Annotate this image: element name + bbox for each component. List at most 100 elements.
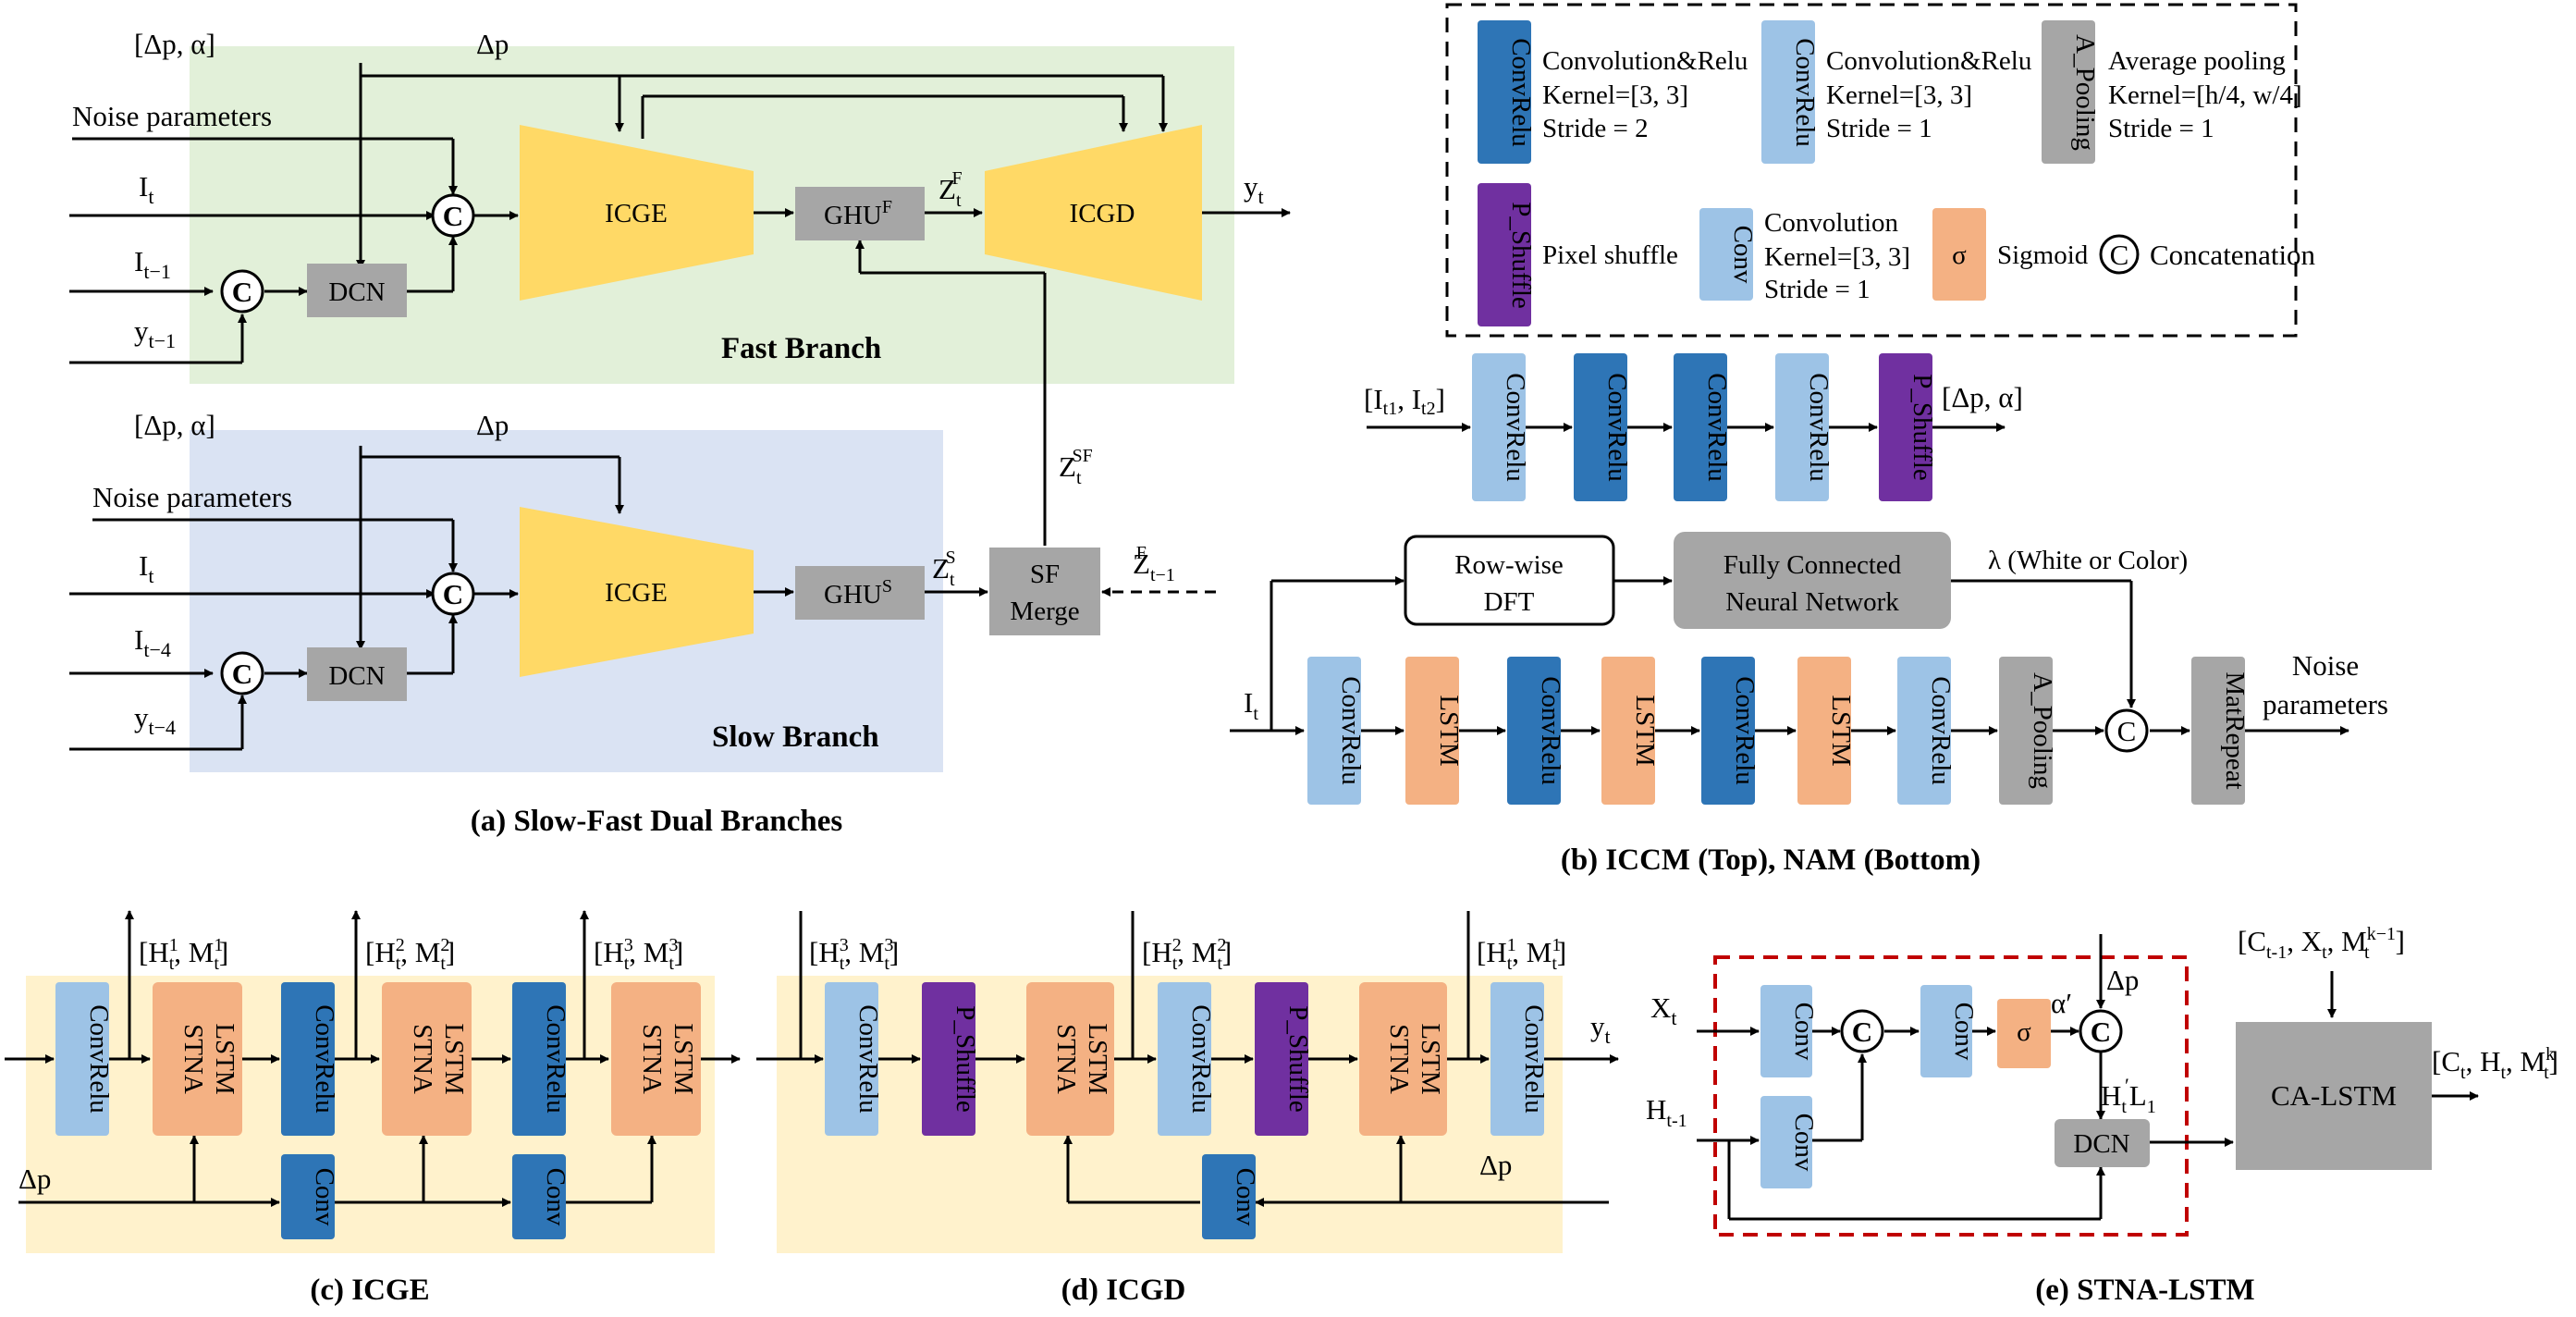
- panel-a-caption: (a) Slow-Fast Dual Branches: [471, 805, 843, 838]
- slow-z-label: ZtS: [932, 548, 956, 590]
- lambda-label: λ (White or Color): [1988, 546, 2188, 575]
- svg-text:Neural Network: Neural Network: [1725, 587, 1899, 617]
- nam-output-label-2: parameters: [2263, 688, 2388, 720]
- nam-concat: [2104, 708, 2149, 753]
- slow-concat-1-label: C: [232, 658, 252, 690]
- iccm-block-1: ConvRelu: [1472, 353, 1530, 501]
- svg-text:Stride = 2: Stride = 2: [1542, 114, 1649, 143]
- svg-text:LSTM: LSTM: [1416, 1023, 1445, 1094]
- svg-text:DCN: DCN: [2073, 1129, 2129, 1159]
- stna-hl-label: Ht′L1: [2101, 1074, 2156, 1117]
- svg-text:ConvRelu: ConvRelu: [1730, 676, 1760, 785]
- legend-concat: C Concatenation: [2099, 234, 2316, 275]
- stna-conv-mid: Conv: [1920, 985, 1979, 1077]
- svg-text:ConvRelu: ConvRelu: [1186, 1004, 1216, 1114]
- icgd-connectors: [756, 911, 1619, 1207]
- iccm-block-5: P_Shuffle: [1879, 353, 1937, 501]
- icgd-dp-label: Δp: [1479, 1149, 1512, 1181]
- legend-conv-relu-s2: ConvRelu Convolution&Relu Kernel=[3, 3] …: [1478, 20, 1748, 164]
- svg-text:P_Shuffle: P_Shuffle: [1283, 1005, 1313, 1112]
- stna-ht1-label: Ht-1: [1646, 1093, 1687, 1131]
- icgd-convrelu-1: ConvRelu: [825, 982, 883, 1136]
- slow-dp-label: Δp: [476, 409, 509, 441]
- fast-dcn-label: DCN: [328, 277, 385, 307]
- icge-convrelu-2: ConvRelu: [281, 982, 339, 1136]
- icgd-output-label: yt: [1590, 1010, 1611, 1048]
- svg-text:ConvRelu: ConvRelu: [853, 1004, 883, 1114]
- sf-merge-label-1: SF: [1030, 560, 1060, 589]
- slow-dcn-label: DCN: [328, 661, 385, 691]
- svg-text:STNA: STNA: [408, 1024, 437, 1094]
- slow-concat-1: [220, 651, 264, 695]
- slow-concat-2: [431, 572, 475, 616]
- slow-dp-alpha-label: [Δp, α]: [134, 409, 215, 441]
- dft-block: Row-wise DFT: [1404, 535, 1615, 626]
- svg-text:σ: σ: [1952, 240, 1967, 270]
- fast-icge-block: [520, 125, 754, 301]
- svg-text:DFT: DFT: [1484, 587, 1535, 617]
- stna-concat-1-label: C: [1852, 1015, 1872, 1048]
- nam-block-6: LSTM: [1797, 657, 1856, 805]
- panel-c-caption: (c) ICGE: [310, 1274, 429, 1307]
- svg-text:Row-wise: Row-wise: [1454, 550, 1564, 580]
- svg-text:ConvRelu: ConvRelu: [310, 1004, 339, 1114]
- svg-text:ConvRelu: ConvRelu: [1536, 676, 1565, 785]
- stna-dcn: DCN: [2055, 1119, 2150, 1167]
- fast-dp-label: Δp: [476, 28, 509, 60]
- svg-text:Conv: Conv: [1789, 1114, 1819, 1172]
- stna-conv-h: Conv: [1760, 1096, 1819, 1188]
- svg-text:Kernel=[3, 3]: Kernel=[3, 3]: [1542, 80, 1688, 110]
- fast-dp-alpha-label: [Δp, α]: [134, 28, 215, 60]
- zsf-label: ZtSF: [1059, 446, 1093, 488]
- svg-text:Conv: Conv: [1949, 1003, 1979, 1061]
- sf-merge-label-2: Merge: [1010, 597, 1079, 626]
- svg-text:STNA: STNA: [1384, 1024, 1414, 1094]
- svg-text:σ: σ: [2017, 1017, 2031, 1047]
- slow-dcn-block: [307, 647, 407, 701]
- svg-text:STNA: STNA: [178, 1024, 208, 1094]
- fast-z-label: ZtF: [938, 168, 963, 211]
- icge-dp-label: Δp: [18, 1163, 51, 1195]
- stna-concat-2-label: C: [2091, 1015, 2111, 1048]
- legend-p-shuffle: P_Shuffle Pixel shuffle: [1478, 183, 1678, 326]
- fast-concat-1-label: C: [232, 276, 252, 308]
- fast-ghu-label: GHUF: [824, 197, 892, 230]
- svg-text:Conv: Conv: [541, 1168, 570, 1226]
- svg-text:LSTM: LSTM: [1630, 695, 1660, 766]
- svg-text:MatRepeat: MatRepeat: [2220, 671, 2250, 789]
- fast-branch-title: Fast Branch: [721, 332, 881, 365]
- fast-branch-connectors: [69, 63, 1291, 546]
- icge-background: [26, 976, 715, 1253]
- svg-text:Convolution&Relu: Convolution&Relu: [1542, 46, 1748, 76]
- slow-it-label: It: [139, 549, 153, 587]
- nam-block-7: ConvRelu: [1897, 657, 1956, 805]
- svg-text:P_Shuffle: P_Shuffle: [951, 1005, 980, 1112]
- iccm-block-2: ConvRelu: [1574, 353, 1632, 501]
- svg-text:LSTM: LSTM: [1826, 695, 1856, 766]
- svg-text:ConvRelu: ConvRelu: [1336, 676, 1366, 785]
- icge-convrelu-3: ConvRelu: [512, 982, 570, 1136]
- icgd-pshuffle-1: P_Shuffle: [922, 982, 980, 1136]
- svg-text:C: C: [2110, 239, 2129, 271]
- legend-conv: Conv Convolution Kernel=[3, 3] Stride = …: [1699, 208, 1910, 304]
- svg-text:LSTM: LSTM: [669, 1023, 698, 1094]
- fast-dcn-block: [307, 264, 407, 317]
- svg-text:Stride = 1: Stride = 1: [2108, 114, 2214, 143]
- fast-concat-1: [220, 269, 264, 314]
- svg-text:STNA: STNA: [637, 1024, 667, 1094]
- fast-icge-label: ICGE: [605, 199, 668, 228]
- svg-text:Kernel=[3, 3]: Kernel=[3, 3]: [1826, 80, 1972, 110]
- slow-icge-label: ICGE: [605, 578, 668, 608]
- sf-merge-block: [989, 548, 1100, 635]
- stna-conv-x: Conv: [1760, 985, 1819, 1077]
- zprev-label: Zt−1F: [1133, 543, 1175, 585]
- svg-text:ConvRelu: ConvRelu: [1926, 676, 1956, 785]
- nam-block-4: LSTM: [1601, 657, 1660, 805]
